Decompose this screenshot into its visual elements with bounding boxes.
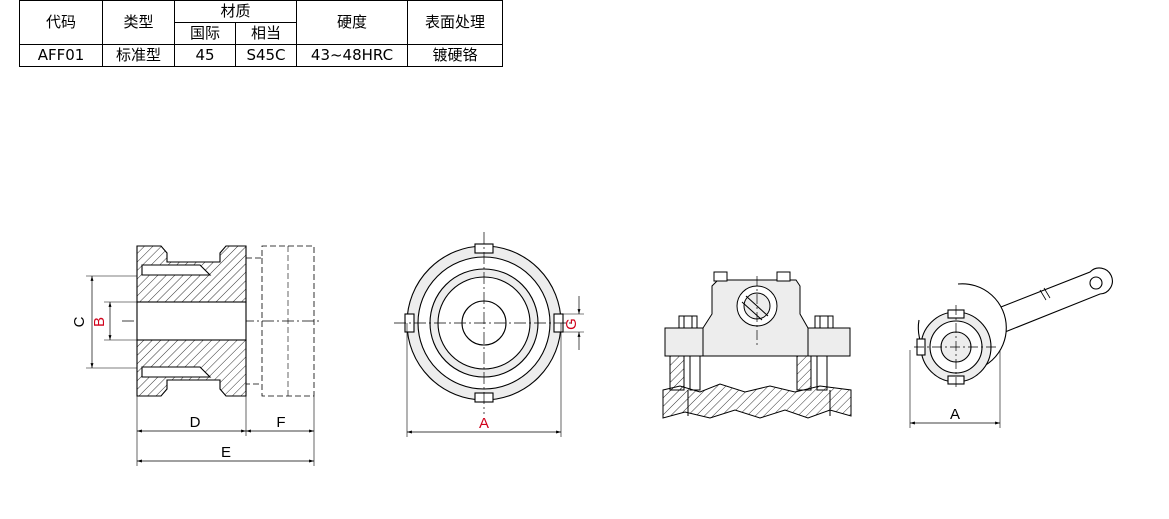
header-surface: 表面处理 [407,0,503,45]
cell-code: AFF01 [19,44,103,67]
cell-surface: 镀硬铬 [407,44,503,67]
dim-label-d: D [190,414,201,431]
dim-label-g: G [563,318,580,330]
header-type: 类型 [102,0,175,45]
wrench-view [909,267,1113,428]
dim-label-a-front: A [479,415,489,432]
cell-material-equiv: S45C [235,44,297,67]
dim-label-e: E [221,444,231,461]
cell-type: 标准型 [102,44,175,67]
header-material-equiv: 相当 [235,22,297,45]
table-row: AFF01 标准型 45 S45C 43~48HRC 镀硬铬 [19,44,503,67]
cell-material-intl: 45 [174,44,236,67]
dim-label-b: B [91,317,108,327]
dim-label-f: F [276,414,285,431]
header-code: 代码 [19,0,103,45]
dim-label-a-wrench: A [950,406,960,423]
assembly-view [662,271,852,419]
section-view [86,245,320,466]
cell-hardness: 43~48HRC [296,44,408,67]
dim-label-c: C [71,316,88,327]
front-view [394,232,584,437]
spec-table: 代码 类型 材质 硬度 表面处理 国际 相当 AFF01 标准型 45 S45C… [19,0,503,67]
